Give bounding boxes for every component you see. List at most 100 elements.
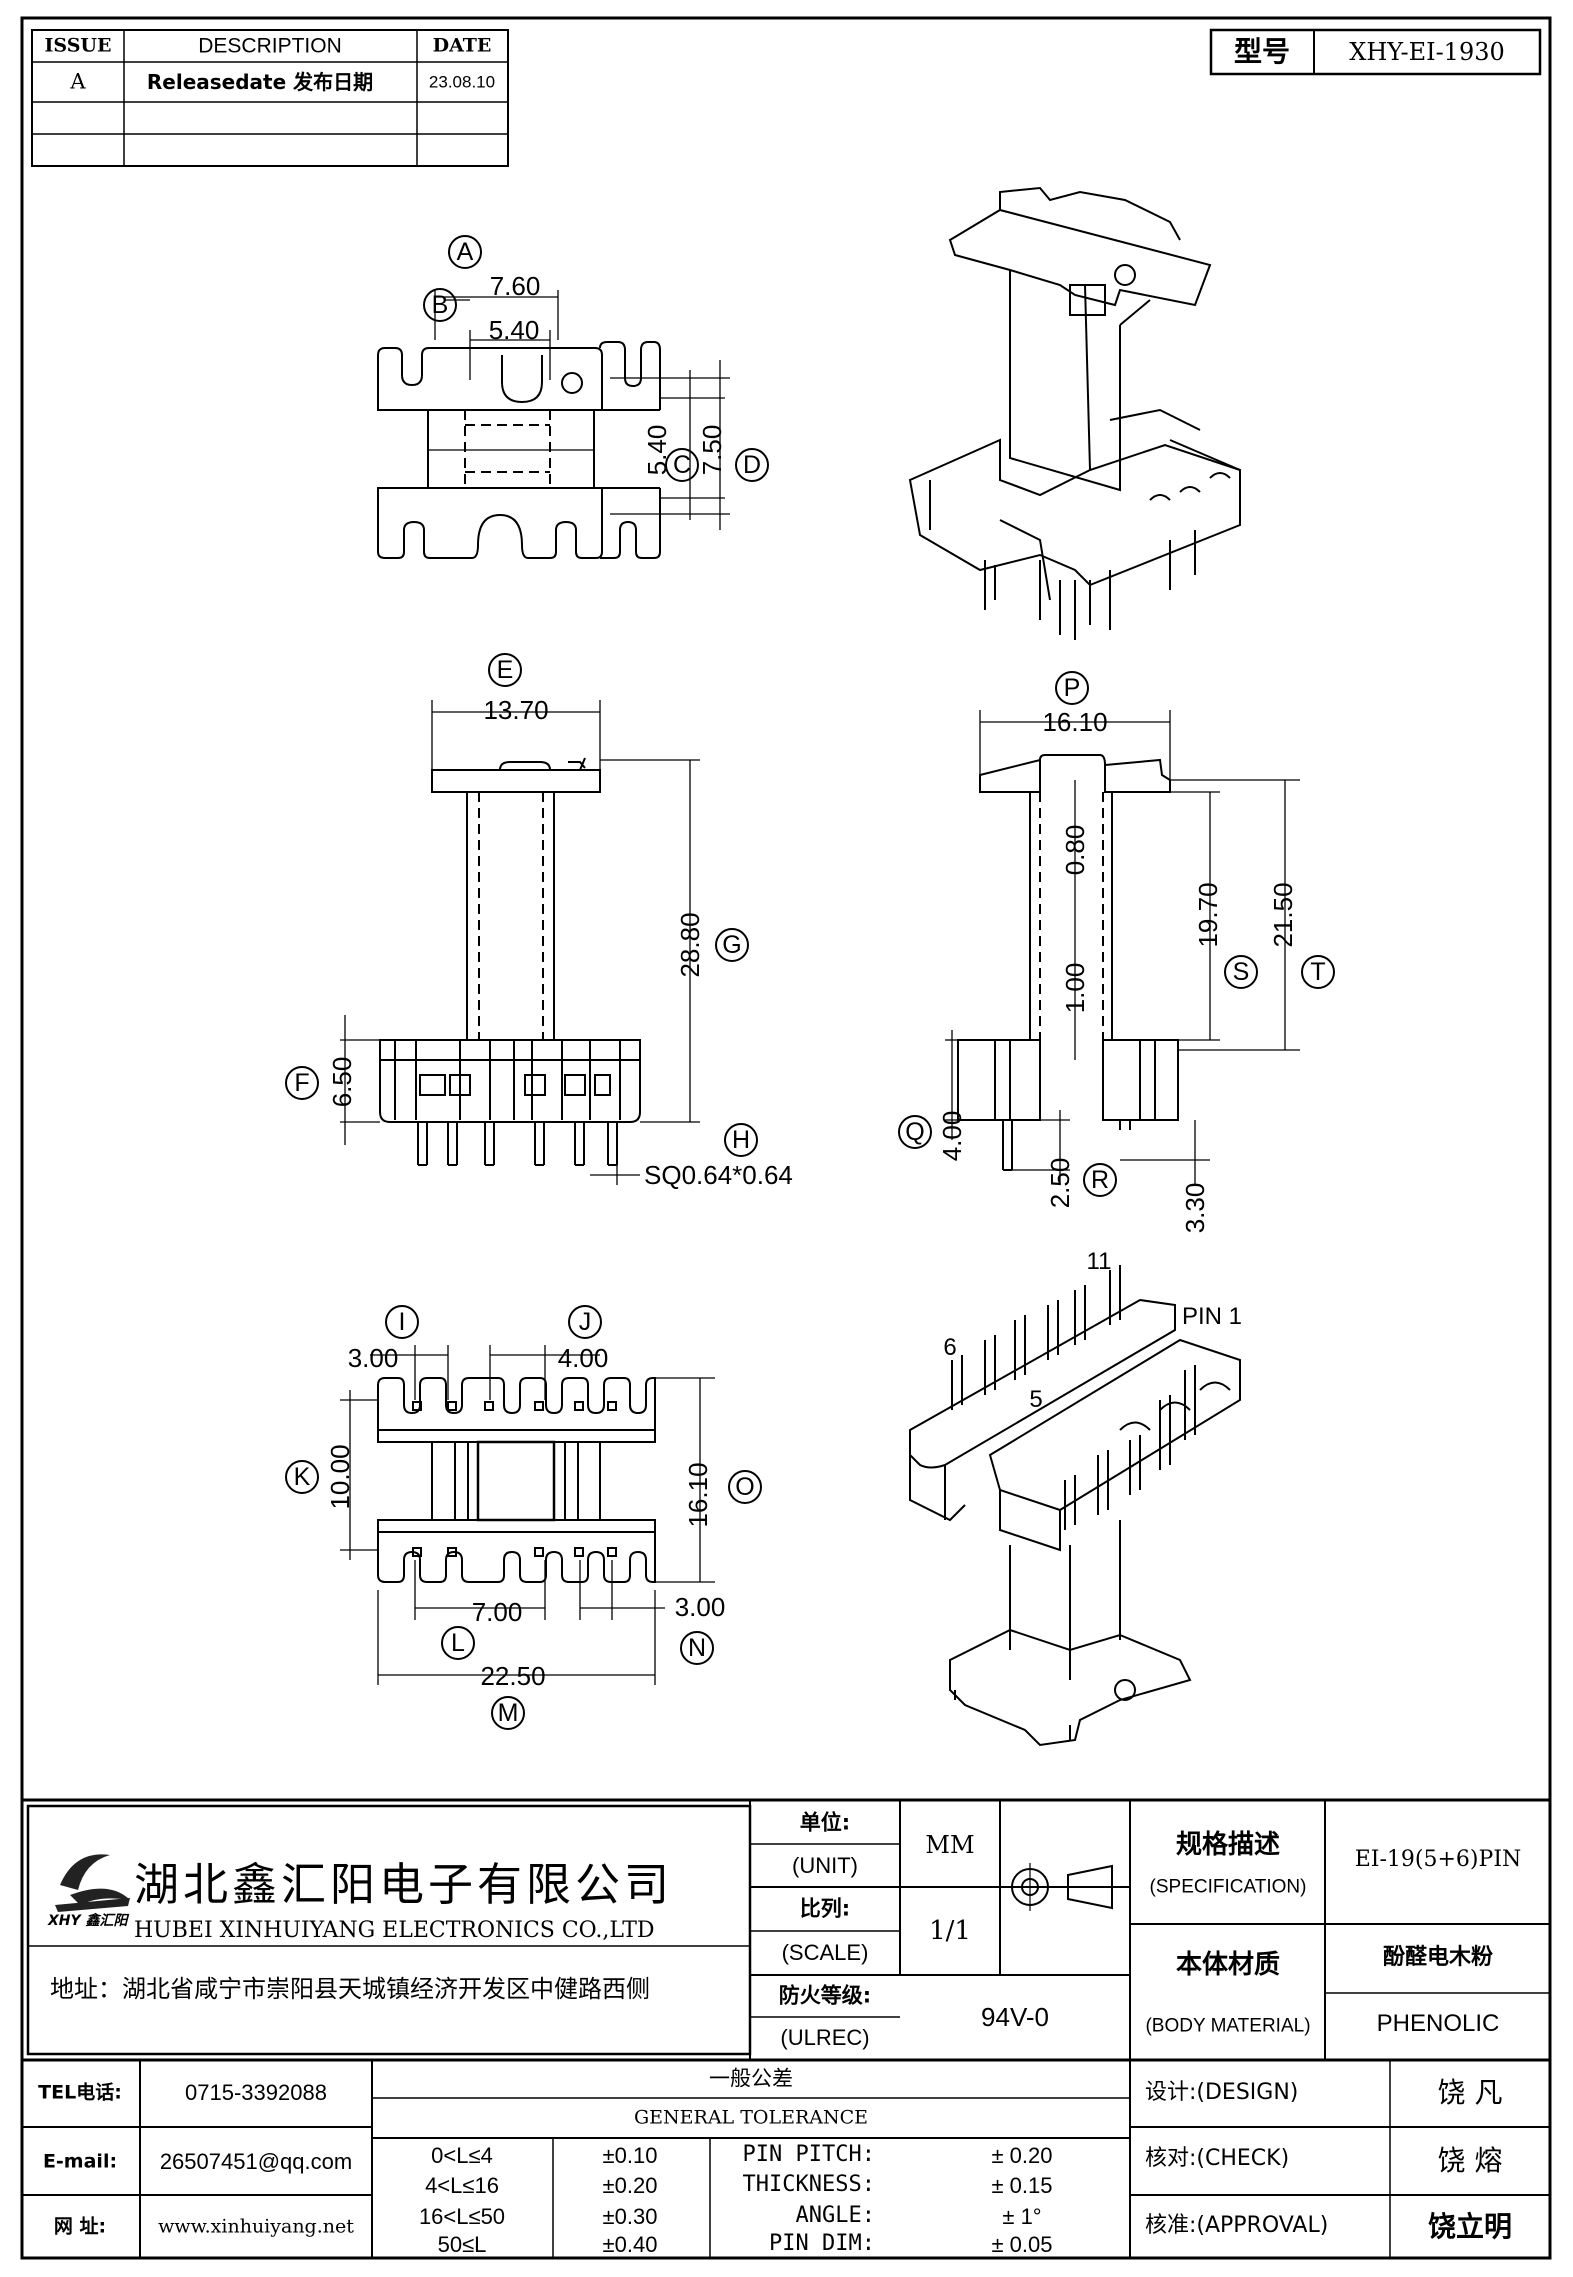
company-logo-text: XHY 鑫汇阳 xyxy=(48,1913,128,1929)
rev-row-issue: A xyxy=(70,69,86,94)
check-name: 饶 熔 xyxy=(1437,2144,1503,2177)
callout-s: S xyxy=(1224,955,1258,989)
company-name-en: HUBEI XINHUIYANG ELECTRONICS CO.,LTD xyxy=(134,1918,655,1943)
rev-header-description: DESCRIPTION xyxy=(198,34,342,58)
dim-3-30: 3.30 xyxy=(1180,1182,1210,1234)
callout-c: C xyxy=(665,448,699,482)
dim-a: 7.60 xyxy=(489,271,541,301)
top-view-drawing xyxy=(377,341,661,559)
rev-row-description: Releasedate 发布日期 xyxy=(146,70,374,94)
web-label: 网 址: xyxy=(53,2215,107,2238)
callout-l: L xyxy=(441,1626,475,1660)
company-logo-mark xyxy=(55,1854,130,1912)
tol-item-value-2: ± 1° xyxy=(1002,2204,1042,2229)
spec-label-en: (SPECIFICATION) xyxy=(1149,1876,1307,1898)
material-label-cn: 本体材质 xyxy=(1175,1950,1281,1980)
tel-value: 0715-3392088 xyxy=(185,2080,327,2105)
dim-m: 22.50 xyxy=(480,1661,546,1691)
fire-label-cn: 防火等级: xyxy=(778,1983,872,2008)
material-label-en: (BODY MATERIAL) xyxy=(1145,2015,1311,2037)
dim-1-00: 1.00 xyxy=(1060,962,1090,1014)
callout-q: Q xyxy=(898,1115,932,1149)
part-number-value: XHY-EI-1930 xyxy=(1349,38,1505,66)
dim-p: 16.10 xyxy=(1042,707,1108,737)
design-label: 设计:(DESIGN) xyxy=(1145,2080,1299,2105)
dim-0-80: 0.80 xyxy=(1060,824,1090,876)
callout-f: F xyxy=(285,1066,319,1100)
callout-g: G xyxy=(715,928,749,962)
email-value[interactable]: 26507451@qq.com xyxy=(159,2149,353,2174)
unit-label-en: (UNIT) xyxy=(792,1853,858,1878)
pin-label-11: 11 xyxy=(1086,1248,1112,1275)
tol-value-1: ±0.20 xyxy=(602,2173,658,2198)
pin-label-6: 6 xyxy=(943,1334,957,1361)
spec-value: EI-19(5+6)PIN xyxy=(1354,1847,1522,1872)
dim-n: 3.00 xyxy=(674,1592,726,1622)
tolerance-title-cn: 一般公差 xyxy=(709,2066,793,2091)
material-value-en: PHENOLIC xyxy=(1376,2010,1500,2037)
pin-label-pin1: PIN 1 xyxy=(1181,1303,1243,1330)
dim-l: 7.00 xyxy=(471,1597,523,1627)
tolerance-title-en: GENERAL TOLERANCE xyxy=(633,2106,869,2129)
callout-o: O xyxy=(728,1470,762,1504)
tol-item-value-0: ± 0.20 xyxy=(991,2143,1053,2168)
spec-label-cn: 规格描述 xyxy=(1175,1830,1281,1860)
tel-label: TEL电话: xyxy=(38,2081,122,2104)
tol-range-0: 0<L≤4 xyxy=(431,2143,493,2168)
tol-range-2: 16<L≤50 xyxy=(418,2204,506,2229)
bottom-view-drawing xyxy=(377,1377,656,1583)
dim-i: 3.00 xyxy=(347,1343,399,1373)
callout-e: E xyxy=(488,653,522,687)
tol-item-value-1: ± 0.15 xyxy=(991,2173,1053,2198)
fire-value: 94V-0 xyxy=(981,2002,1049,2032)
design-name: 饶 凡 xyxy=(1437,2076,1503,2109)
company-address: 地址：湖北省咸宁市崇阳县天城镇经济开发区中健路西侧 xyxy=(50,1975,650,2003)
part-number-label: 型号 xyxy=(1233,35,1291,68)
dim-g: 28.80 xyxy=(675,912,705,978)
unit-label-cn: 单位: xyxy=(799,1810,851,1835)
tol-item-0: PIN PITCH: xyxy=(742,2142,875,2167)
tol-value-3: ±0.40 xyxy=(602,2232,658,2257)
callout-d: D xyxy=(735,448,769,482)
rev-row-date: 23.08.10 xyxy=(428,72,496,92)
company-name-cn: 湖北鑫汇阳电子有限公司 xyxy=(134,1858,674,1911)
tol-item-value-3: ± 0.05 xyxy=(991,2232,1053,2257)
rev-header-issue: ISSUE xyxy=(44,34,112,57)
unit-value: MM xyxy=(925,1831,975,1859)
dim-h: SQ0.64*0.64 xyxy=(644,1160,793,1190)
dim-t: 21.50 xyxy=(1268,882,1298,948)
iso-top-drawing xyxy=(908,186,1241,640)
iso-bottom-drawing xyxy=(909,1265,1241,1747)
scale-value: 1/1 xyxy=(929,1916,971,1946)
dim-q: 4.00 xyxy=(937,1110,967,1162)
dim-d: 7.50 xyxy=(697,424,727,476)
front-view-drawing xyxy=(379,757,641,1166)
tol-item-1: THICKNESS: xyxy=(742,2172,875,2197)
approval-label: 核准:(APPROVAL) xyxy=(1145,2213,1329,2238)
material-value-cn: 酚醛电木粉 xyxy=(1382,1945,1494,1970)
callout-a: A xyxy=(448,235,482,269)
dim-f: 6.50 xyxy=(327,1056,357,1108)
web-value[interactable]: www.xinhuiyang.net xyxy=(158,2215,354,2238)
check-label: 核对:(CHECK) xyxy=(1145,2146,1290,2171)
dim-e: 13.70 xyxy=(483,695,549,725)
callout-m: M xyxy=(491,1696,525,1730)
approval-name: 饶立明 xyxy=(1427,2210,1513,2243)
scale-label-en: (SCALE) xyxy=(781,1940,869,1965)
pin-label-5: 5 xyxy=(1029,1386,1043,1413)
callout-r: R xyxy=(1083,1163,1117,1197)
callout-h: H xyxy=(724,1123,758,1157)
callout-b: B xyxy=(423,288,457,322)
tol-item-2: ANGLE: xyxy=(795,2203,875,2228)
rev-header-date: DATE xyxy=(432,34,492,57)
callout-k: K xyxy=(285,1460,319,1494)
scale-label-cn: 比列: xyxy=(799,1896,851,1921)
tol-item-3: PIN DIM: xyxy=(769,2231,875,2256)
dim-s: 19.70 xyxy=(1193,882,1223,948)
callout-i: I xyxy=(385,1305,419,1339)
dim-o: 16.10 xyxy=(683,1462,713,1528)
dim-r: 2.50 xyxy=(1045,1157,1075,1209)
dim-j: 4.00 xyxy=(557,1343,609,1373)
dim-k: 10.00 xyxy=(325,1444,355,1510)
